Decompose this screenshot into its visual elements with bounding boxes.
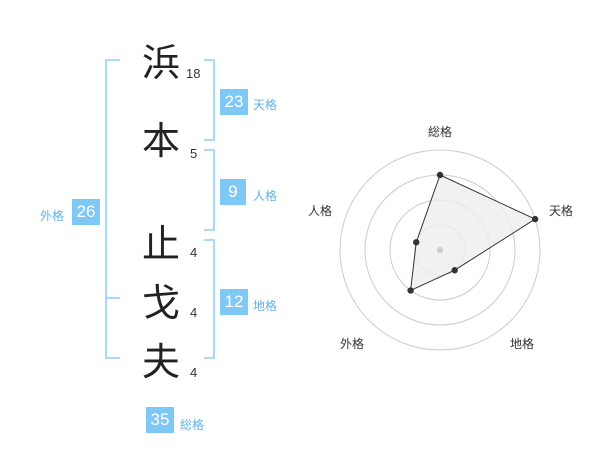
radar-polygon: [410, 174, 537, 292]
radar-center-dot: [437, 247, 443, 253]
name-char-2: 本: [142, 119, 181, 163]
chikaku-badge: 12: [220, 289, 248, 315]
chikaku-bracket: [204, 239, 215, 359]
radar-point-3: [451, 267, 458, 274]
jinkaku-badge: 9: [220, 179, 246, 205]
radar-point-1: [436, 171, 444, 179]
radar-axis-label-soukaku: 総格: [428, 125, 453, 139]
name-char-5: 夫: [142, 340, 181, 384]
soukaku-label: 総格: [180, 418, 205, 432]
radar-chart: [339, 149, 541, 351]
stroke-count-5: 4: [190, 365, 198, 380]
stroke-count-1: 18: [186, 66, 201, 81]
chikaku-label: 地格: [253, 299, 278, 313]
gaikaku-bracket: [105, 59, 120, 359]
radar-axis-label-tenkaku: 天格: [549, 204, 574, 218]
name-char-1: 浜: [142, 41, 181, 85]
stroke-count-2: 5: [190, 146, 198, 161]
radar-point-5: [413, 239, 420, 246]
tenkaku-badge: 23: [220, 89, 248, 115]
stroke-count-3: 4: [190, 245, 198, 260]
radar-point-2: [531, 215, 539, 223]
soukaku-badge: 35: [146, 407, 174, 433]
radar-axis-label-gaikaku: 外格: [340, 337, 365, 351]
radar-axis-label-jinkaku: 人格: [308, 204, 333, 218]
name-char-4: 戈: [142, 281, 181, 325]
jinkaku-bracket: [204, 149, 215, 231]
tenkaku-bracket: [204, 59, 215, 141]
stroke-count-4: 4: [190, 305, 198, 320]
tenkaku-label: 天格: [253, 98, 278, 112]
name-char-3: 止: [142, 222, 181, 266]
radar-axis-label-chikaku: 地格: [510, 337, 535, 351]
radar-point-4: [407, 287, 414, 294]
gaikaku-label: 外格: [40, 209, 65, 223]
jinkaku-label: 人格: [253, 189, 278, 203]
radar-ring: [339, 149, 541, 351]
gaikaku-badge: 26: [72, 199, 100, 225]
